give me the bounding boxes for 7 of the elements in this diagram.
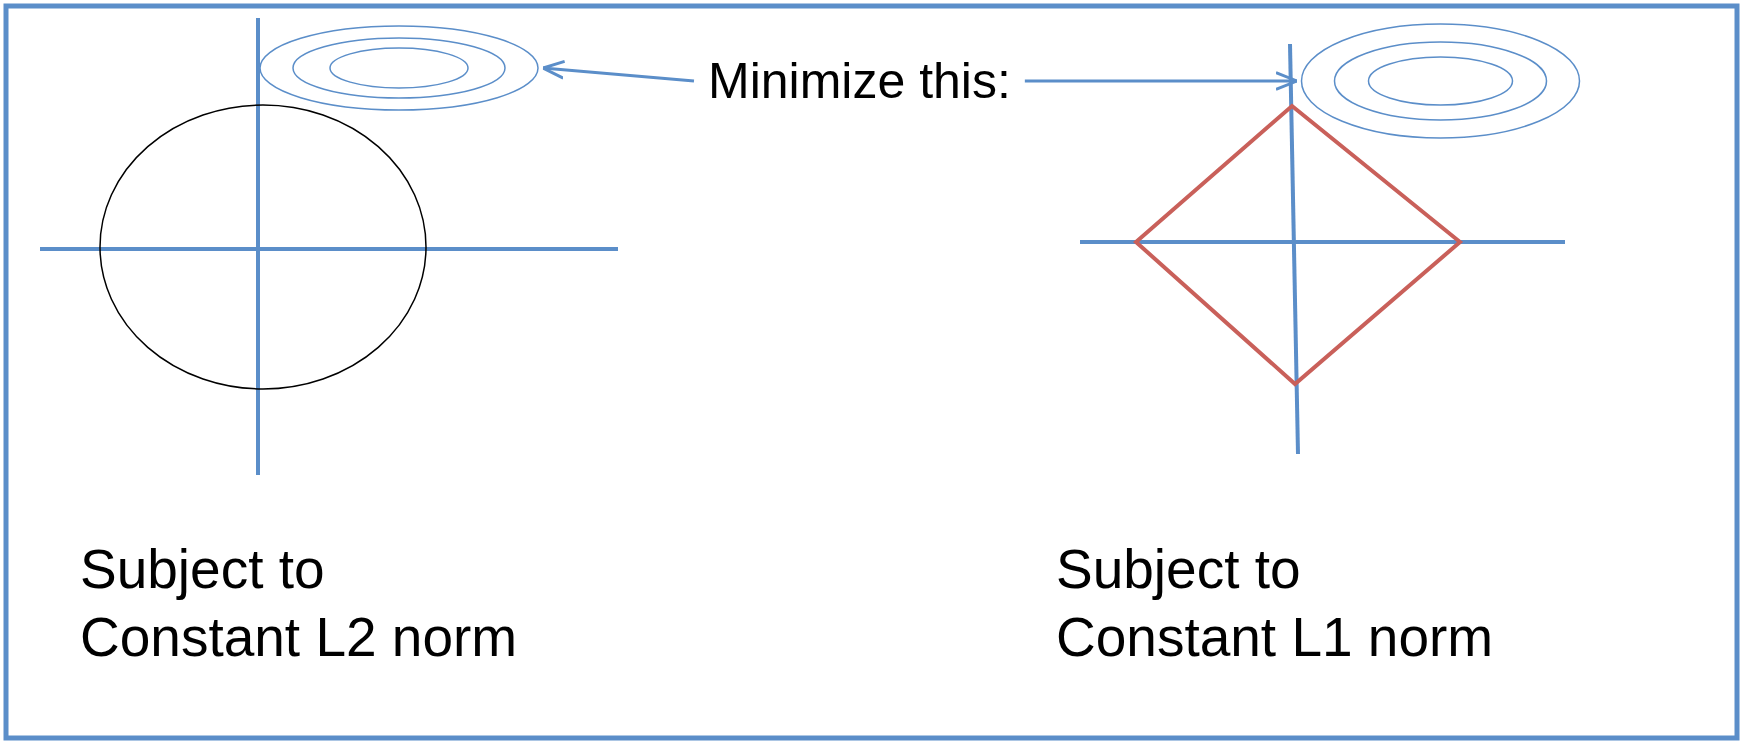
caption-text: Minimize this: <box>708 56 1011 106</box>
contour-lines <box>1301 24 1580 138</box>
arrow <box>1024 71 1299 91</box>
contour-lines <box>259 25 539 111</box>
caption-text: Subject to Constant L2 norm <box>80 537 519 670</box>
arrow <box>541 59 695 83</box>
caption-text: Subject to Constant L1 norm <box>1056 537 1495 670</box>
